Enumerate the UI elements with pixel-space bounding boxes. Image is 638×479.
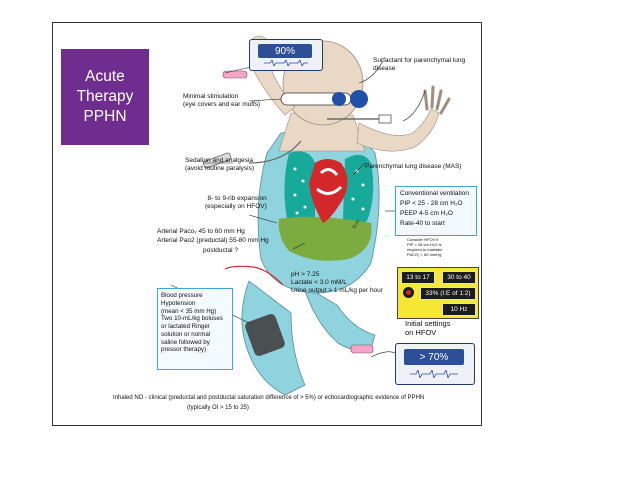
title-box: Acute Therapy PPHN (61, 49, 149, 145)
slide: Acute Therapy PPHN (52, 22, 482, 426)
initial-settings-label: Initial settings on HFOV (405, 319, 451, 338)
infant-right-hand (423, 85, 451, 115)
hfov-value-3: 33% (I:E of 1:2) (420, 287, 476, 300)
targets-label: pH > 7.25 Lactate < 3.0 mM/L Urine outpu… (291, 271, 383, 295)
surfactant-label: Surfactant for parenchymal lung disease (373, 57, 466, 73)
hfov-knob-icon (403, 287, 414, 298)
scale-label: 5cm (352, 219, 362, 230)
bp-cuff (245, 314, 285, 356)
waveform-icon (264, 60, 308, 66)
waveform-icon (410, 370, 458, 378)
rib-expansion-label: 8- to 9-rib expansion (especially on HFO… (205, 195, 267, 211)
parenchymal-disease-label: Parenchymal lung disease (MAS) (365, 163, 462, 170)
tube-connector (378, 114, 392, 124)
inhaled-no-label: Inhaled NO - clinical (preductal and pos… (113, 395, 425, 401)
minimal-stimulation-label: Minimal stimulation (eye covers and ear … (183, 93, 261, 109)
ventilation-rate: Rate-40 to start (400, 220, 445, 227)
consider-hfov-note: Consider HFOV if PIP > 28 cm H₂O is requ… (407, 237, 443, 257)
postductal-saturation-value: > 70% (419, 351, 449, 363)
right-lung (343, 154, 374, 225)
left-lung (284, 151, 315, 224)
blood-pressure-text: Blood pressure Hypotension (mean < 35 mm… (161, 292, 223, 354)
hfov-settings-panel: 13 to 17 30 to 40 33% (I:E of 1:2) 10 Hz (397, 267, 479, 319)
title-line-2: Therapy (76, 87, 134, 105)
monitor-screen-top: 90% (258, 44, 312, 58)
conventional-ventilation-box: Conventional ventilation PIP < 25 - 28 c… (395, 186, 477, 236)
hfov-value-2: 30 to 40 (442, 271, 476, 284)
heart (309, 159, 348, 223)
pao2-label: Arterial Pao2 (preductal) 55-80 mm Hg (157, 237, 269, 244)
monitor-screen-bottom: > 70% (404, 349, 464, 365)
oxygenation-index-label: (typically OI > 15 to 25) (187, 405, 249, 411)
heart-vessels (316, 168, 343, 195)
title-line-3: PPHN (83, 108, 127, 126)
blood-pressure-box: Blood pressure Hypotension (mean < 35 mm… (157, 288, 233, 370)
infant-right-arm (356, 108, 440, 152)
arterial-line (224, 265, 284, 286)
title-line-1: Acute (85, 67, 125, 85)
oximeter-band-hand (222, 70, 248, 79)
hfov-value-1: 13 to 17 (401, 271, 435, 284)
ear-muff-left (350, 90, 368, 108)
oximeter-band-foot (350, 344, 374, 354)
ear-muff-right (332, 92, 346, 106)
saturation-monitor-preductal: 90% (249, 39, 323, 71)
ventilation-title: Conventional ventilation (400, 190, 470, 197)
hfov-knob-indicator (406, 290, 411, 295)
saturation-monitor-postductal: > 70% (395, 343, 475, 385)
catheter-line (248, 140, 302, 164)
hfov-value-4: 10 Hz (442, 303, 476, 316)
sedation-label: Sedation and analgesia (avoid routine pa… (185, 157, 255, 173)
paco2-label: Arterial Paco₂ 45 to 60 mm Hg (157, 228, 245, 235)
postductal-label: postductal ? (203, 247, 239, 254)
ventilation-pip: PIP < 25 - 28 cm H₂O (400, 200, 463, 207)
liver (278, 216, 372, 261)
preductal-saturation-value: 90% (274, 45, 295, 57)
syringe (203, 152, 232, 169)
ventilation-peep: PEEP 4-5 cm H₂O (400, 210, 453, 217)
